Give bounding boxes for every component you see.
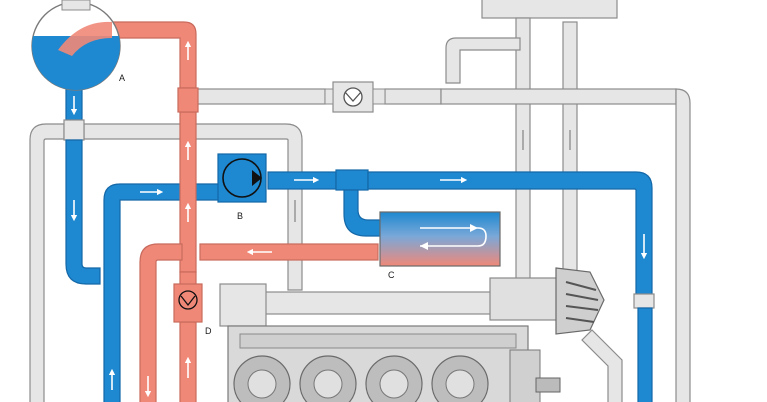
upper-check-valve bbox=[324, 81, 386, 113]
engine-block bbox=[227, 325, 529, 402]
lower-right-pipe bbox=[581, 329, 623, 402]
thermostat-block bbox=[219, 283, 267, 327]
left-hot-pipe bbox=[139, 243, 183, 402]
label-c: C bbox=[388, 270, 395, 280]
tank-outlet-fitting bbox=[63, 119, 85, 141]
heat-exchanger bbox=[379, 211, 501, 267]
top-unit bbox=[481, 0, 618, 19]
riser-pipe-1 bbox=[515, 17, 531, 291]
left-loop-pipe bbox=[29, 123, 65, 402]
left-top-grey-pipe bbox=[83, 123, 303, 291]
flow-arrows bbox=[70, 40, 648, 398]
right-loop-pipe bbox=[675, 88, 691, 402]
coolant-pump bbox=[217, 153, 267, 203]
upper-horizontal-pipe-2 bbox=[384, 88, 442, 105]
hex-feed-pipe bbox=[343, 189, 385, 237]
label-b: B bbox=[237, 211, 243, 221]
hex-return-pipe bbox=[199, 243, 379, 261]
flow-arrows-grey bbox=[294, 130, 571, 222]
turbo-housing bbox=[489, 267, 605, 402]
tee-fitting bbox=[335, 169, 369, 191]
riser-fitting bbox=[177, 87, 199, 113]
pump-feed-pipe bbox=[103, 183, 221, 402]
expansion-tank bbox=[31, 0, 121, 91]
left-cold-pipe bbox=[65, 139, 101, 285]
right-cold-fitting bbox=[633, 293, 655, 309]
upper-arm-pipe bbox=[445, 37, 521, 84]
label-a: A bbox=[119, 73, 125, 83]
check-valve bbox=[173, 283, 203, 323]
upper-horizontal-pipe-3 bbox=[440, 88, 677, 105]
upper-horizontal-pipe bbox=[194, 88, 326, 105]
engine-feed-pipe bbox=[263, 291, 505, 315]
label-d: D bbox=[205, 326, 212, 336]
tank-return-pipe bbox=[109, 21, 197, 89]
right-cold-drop bbox=[637, 307, 653, 402]
hot-pipes bbox=[109, 21, 379, 402]
